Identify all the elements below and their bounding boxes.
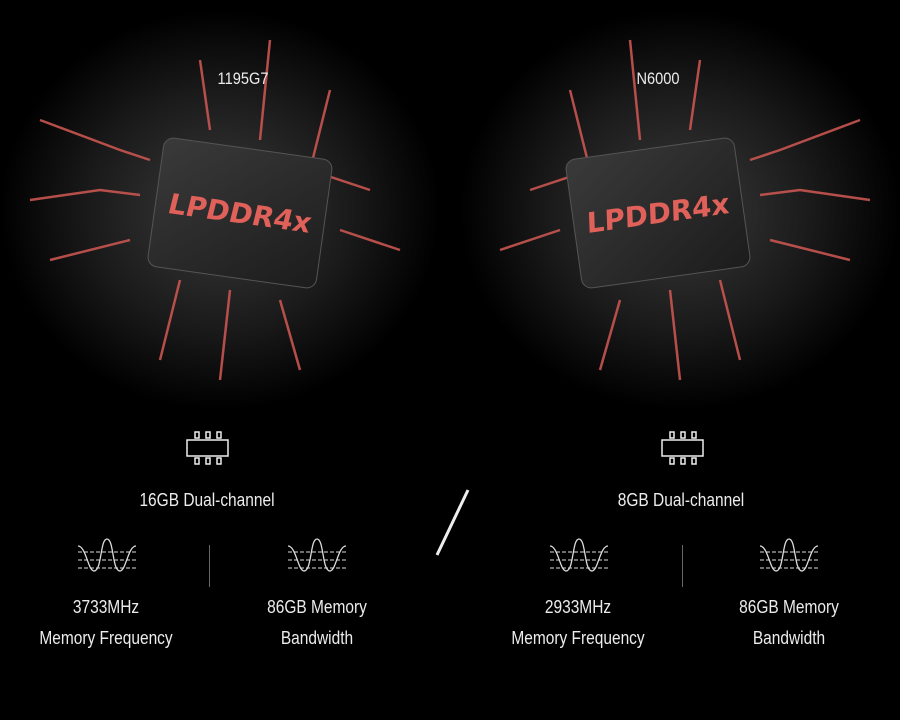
versus-slash	[435, 489, 470, 556]
right-title: N6000	[636, 69, 680, 88]
circuit-art: LPDDR4x LPDDR4x	[0, 10, 900, 410]
wave-icon	[77, 538, 137, 572]
right-frequency-label: Memory Frequency	[511, 628, 645, 648]
ram-chip-icon	[186, 431, 229, 465]
right-frequency-value: 2933MHz	[544, 597, 612, 617]
memory-chip-left: LPDDR4x	[147, 137, 333, 289]
right-capacity: 8GB Dual-channel	[617, 490, 745, 510]
right-bandwidth-value: 86GB Memory	[739, 597, 839, 617]
wave-icon	[287, 538, 347, 572]
right-bandwidth-label: Bandwidth	[752, 628, 826, 648]
left-bandwidth-label: Bandwidth	[280, 628, 354, 648]
divider	[682, 545, 683, 587]
left-bandwidth-value: 86GB Memory	[267, 597, 367, 617]
wave-icon	[549, 538, 609, 572]
memory-chip-right: LPDDR4x	[565, 137, 751, 289]
ram-chip-icon	[661, 431, 704, 465]
left-frequency-value: 3733MHz	[72, 597, 140, 617]
left-frequency-label: Memory Frequency	[39, 628, 173, 648]
left-capacity: 16GB Dual-channel	[139, 490, 275, 510]
divider	[209, 545, 210, 587]
left-title: 1195G7	[217, 69, 269, 88]
wave-icon	[759, 538, 819, 572]
